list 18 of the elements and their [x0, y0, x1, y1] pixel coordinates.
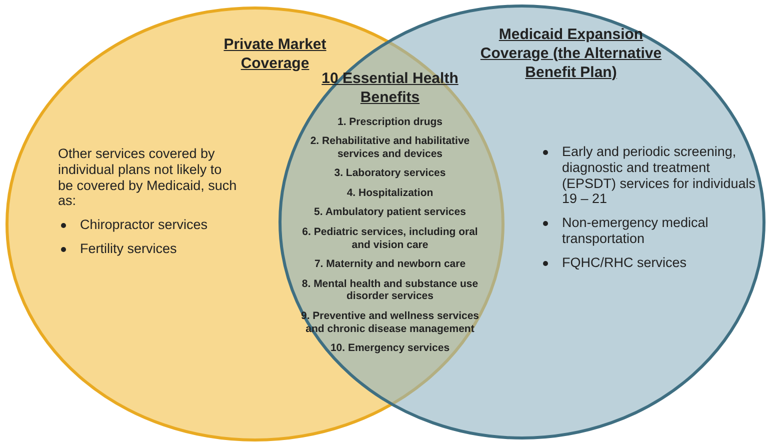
bullet-item: Non-emergency medical transportation: [562, 215, 710, 247]
circle-heading: Private Market Coverage: [222, 36, 328, 72]
intro-text: Other services covered by individual plans not likely to be covered by Medicaid, such as:: [58, 146, 238, 210]
circle-heading: Medicaid Expansion Coverage (the Alternative Benefit Plan): [479, 26, 663, 82]
bullet-item: Fertility services: [80, 240, 178, 257]
benefit-item: 1. Prescription drugs: [336, 116, 444, 128]
bullet-item: Chiropractor services: [80, 217, 209, 233]
benefit-item: 4. Hospitalization: [346, 186, 434, 200]
benefit-item: 10. Emergency services: [329, 342, 451, 355]
benefit-item: 7. Maternity and newborn care: [313, 258, 467, 271]
benefit-item: 8. Mental health and substance use disorder services: [300, 278, 480, 304]
bullet-item: Early and periodic screening, diagnostic and treatment (EPSDT) services for individuals 19 – 21: [562, 144, 757, 208]
benefit-item: 6. Pediatric services, including oral and vision care: [301, 226, 479, 252]
bullet-item: FQHC/RHC services: [562, 254, 688, 270]
benefit-item: 3. Laboratory services: [333, 167, 447, 180]
benefit-item: 5. Ambulatory patient services: [313, 206, 467, 220]
benefit-item: 2. Rehabilitative and habilitative services and devices: [309, 135, 471, 160]
overlap-heading: 10 Essential Health Benefits: [320, 70, 460, 108]
